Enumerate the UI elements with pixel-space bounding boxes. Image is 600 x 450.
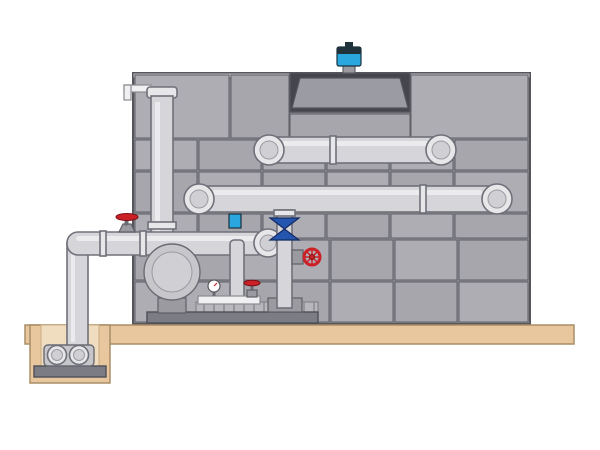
floor-platform: [24, 324, 575, 345]
sump-pump: [33, 344, 107, 378]
mini-handwheel-valve: [243, 279, 261, 298]
level-sensor: [336, 42, 362, 74]
header-handwheel-valve: [115, 213, 139, 233]
skid-vessel: [143, 243, 201, 314]
dosing-instrument: [228, 213, 242, 229]
pressure-gauge: [207, 279, 221, 296]
pit-drop-pipe: [66, 242, 89, 348]
front-handwheel-valve: [291, 247, 322, 267]
gauge-manifold: [197, 295, 261, 305]
middle-distribution-pipe: [183, 183, 513, 215]
riser-pipe: [146, 86, 178, 244]
upper-distribution-pipe: [253, 134, 457, 166]
skid-base-frame: [146, 311, 319, 324]
drop-pipe-globe-valve: [268, 209, 301, 309]
lower-header-pipe: [66, 228, 283, 258]
fan-opening: [289, 72, 411, 113]
dosing-column: [228, 213, 245, 303]
